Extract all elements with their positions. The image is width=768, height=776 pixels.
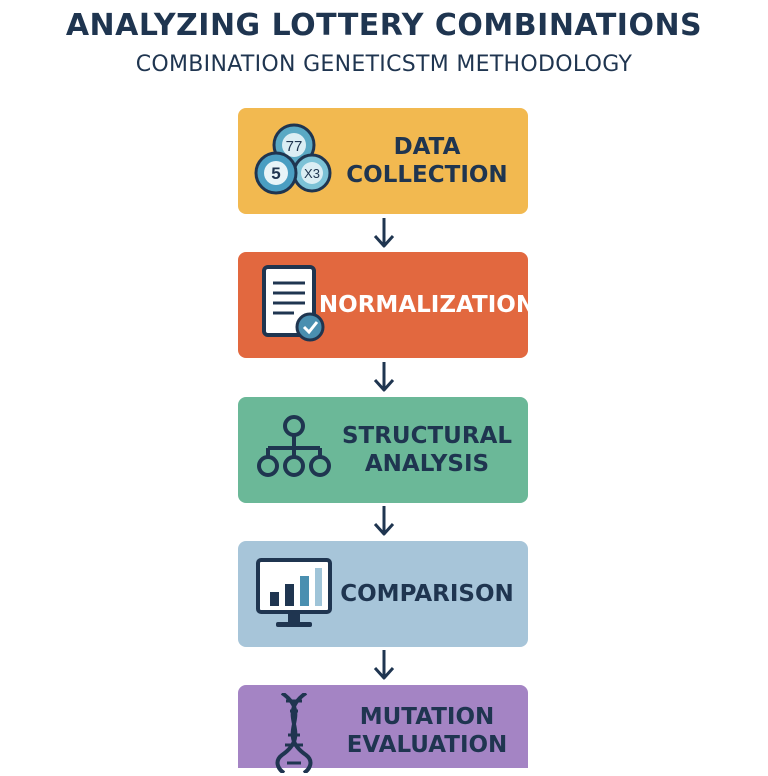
step-comparison: COMPARISON [238,541,528,647]
document-check-icon [262,265,325,342]
step-label: COMPARISON [340,581,514,607]
step-data-collection: 77 X3 5 DATA COLLECTION [238,108,528,214]
arrow-down-icon [373,362,395,392]
step-label: NORMALIZATION [318,292,536,318]
step-normalization: NORMALIZATION [238,252,536,358]
diagram-subtitle: COMBINATION GENETICSTM METHODOLOGY [135,52,633,77]
diagram-title: ANALYZING LOTTERY COMBINATIONS [65,8,703,43]
lottery-balls-icon: 77 X3 5 [254,123,332,195]
step-structural-analysis: STRUCTURAL ANALYSIS [238,397,528,503]
arrow-down-icon [373,650,395,680]
arrow-down-icon [373,506,395,536]
monitor-chart-icon [256,558,332,627]
step-mutation-evaluation: MUTATION EVALUATION [238,685,528,773]
dna-icon [275,693,313,773]
arrow-down-icon [373,218,395,248]
step-label: DATA COLLECTION [346,134,508,188]
step-label: MUTATION EVALUATION [346,703,508,758]
ball-77-text: 77 [286,138,303,155]
hierarchy-icon [257,415,331,477]
ball-5-text: 5 [271,164,280,183]
step-label: STRUCTURAL ANALYSIS [341,423,513,477]
ball-x3-text: X3 [304,166,320,181]
